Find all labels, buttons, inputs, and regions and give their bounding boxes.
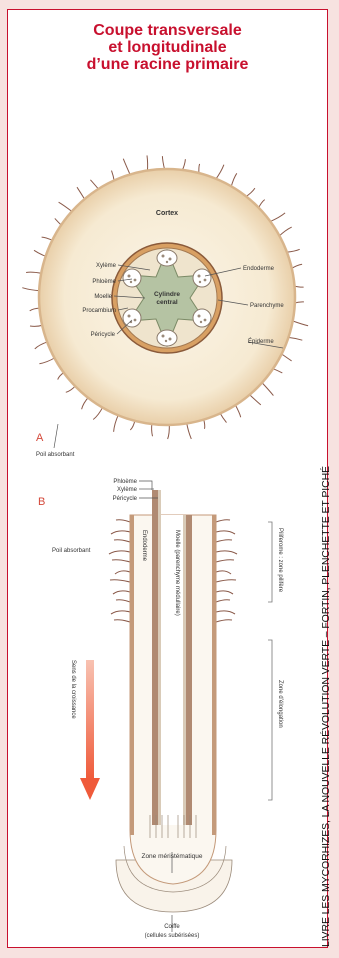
longitudinal-section: Phloème Xylème Péricycle B Poil absorban… [38, 479, 283, 939]
label-zone-pilifere: Piliferome : zone pilifère [277, 528, 283, 593]
phloem-group [193, 309, 211, 327]
root-hair [216, 540, 232, 542]
root-hair [168, 424, 170, 439]
label-procambium: Procambium [82, 308, 116, 314]
root-hair [59, 202, 73, 212]
label-xyleme-a: Xylème [96, 263, 117, 269]
label-parenchyme: Parenchyme [250, 303, 284, 309]
root-hair [216, 571, 231, 574]
root-hair [123, 159, 130, 176]
root-hair [216, 520, 230, 522]
label-phloeme-a: Phloème [92, 279, 116, 285]
label-epiderme: Épiderme [248, 338, 274, 345]
root-hair [216, 620, 232, 622]
root-hair [249, 394, 261, 405]
label-cylindre-2: central [156, 299, 178, 306]
root-hair [35, 342, 48, 349]
panel-letter-b: B [38, 496, 45, 508]
label-poil-absorbant-a: Poil absorbant [36, 452, 75, 458]
root-hair [187, 423, 192, 439]
label-endoderme-a: Endoderme [243, 266, 275, 272]
root-hair [231, 173, 237, 187]
label-cortex: Cortex [156, 210, 178, 217]
root-hair [216, 560, 234, 562]
label-moelle-b: Moelle (parenchyme médullaire) [174, 530, 180, 616]
root-hair [111, 531, 130, 534]
root-hair [93, 407, 103, 420]
root-hair [279, 227, 292, 236]
root-hair [269, 213, 285, 222]
phloem-group [123, 309, 141, 327]
root-hair [22, 288, 40, 291]
root-hair [147, 155, 148, 171]
root-hair [114, 414, 119, 431]
label-pericycle-b: Péricycle [113, 496, 138, 502]
phloem-strand-right [183, 515, 186, 825]
phloem-group [157, 250, 177, 266]
growth-arrow [80, 660, 100, 800]
root-hair [114, 540, 130, 542]
root-hair [116, 520, 130, 522]
root-hair [109, 551, 130, 554]
root-hair [216, 551, 237, 554]
root-hair [292, 321, 308, 326]
epidermis-left [130, 515, 134, 835]
epidermis-right [212, 515, 216, 835]
root-hair [111, 611, 130, 614]
zone-brackets [268, 522, 272, 800]
label-poil-absorbant-b: Poil absorbant [52, 548, 91, 554]
root-hair [114, 620, 130, 622]
root-hair [216, 531, 235, 534]
xylem-strand-right [186, 515, 192, 825]
phloem-group [157, 330, 177, 346]
label-pericycle-a: Péricycle [91, 332, 116, 338]
phloem-group [123, 269, 141, 287]
label-cylindre-1: Cylindre [154, 291, 180, 298]
phloem-group [193, 269, 211, 287]
label-xyleme-b: Xylème [117, 487, 138, 493]
root-hair [216, 580, 236, 582]
root-hair [216, 611, 235, 614]
image-credit: LIVRE LES MYCORHIZES, LA NOUVELLE RÉVOLU… [320, 466, 332, 947]
label-zone-elongation: Zone d’élongation [277, 680, 283, 728]
root-hair [216, 165, 224, 180]
root-hair [261, 382, 273, 396]
label-endoderme-b: Endoderme [141, 530, 147, 562]
root-hair [113, 591, 130, 594]
label-sens-croissance: Sens de la croissance [70, 660, 76, 719]
label-coiffe-1: Coiffe [164, 924, 180, 930]
root-hair [112, 560, 130, 562]
root-hair [110, 580, 130, 582]
label-zone-meristematique: Zone méristématique [141, 853, 202, 860]
root-hair [26, 272, 42, 273]
root-hair [216, 600, 230, 602]
root-hair [116, 600, 130, 602]
xylem-strand-left [152, 490, 158, 825]
root-hair [115, 571, 130, 574]
panel-letter-a: A [36, 432, 44, 444]
root-hair [39, 358, 55, 364]
label-moelle-a: Moelle [94, 294, 112, 300]
label-coiffe-2: (cellules subérisées) [145, 933, 200, 939]
phloem-strand-left [158, 490, 161, 825]
transverse-section: Cortex Cylindre central Xylème Phloème M… [22, 155, 308, 458]
root-hair [216, 591, 233, 594]
label-phloeme-b: Phloème [113, 479, 137, 485]
